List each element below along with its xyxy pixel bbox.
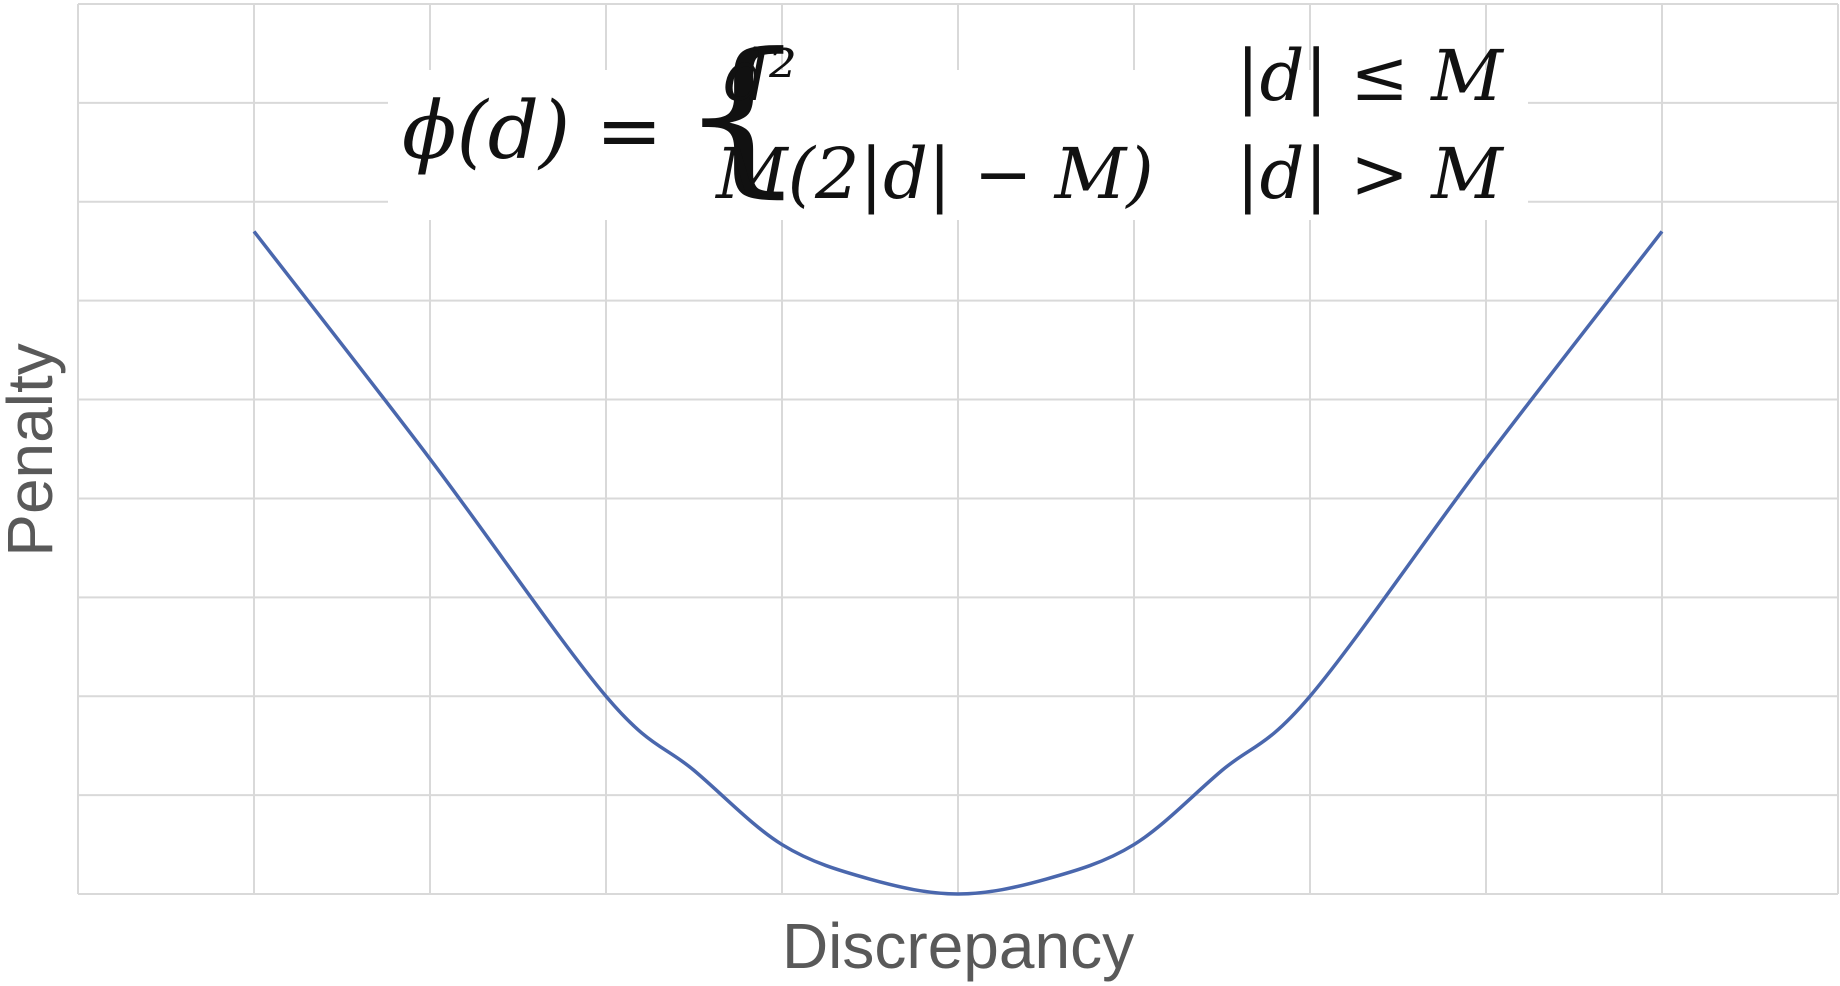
series-layer [252,230,1664,896]
formula-case2-expression: M(2|d| − M) [714,133,1154,215]
x-axis-title: Discrepancy [782,910,1134,982]
y-axis-title: Penalty [0,343,66,556]
formula-case1-expression: d² [724,35,797,117]
formula-case1-condition: |d| ≤ M [1236,35,1505,117]
penalty-curve [252,230,1664,896]
formula-background [388,70,1528,220]
formula-annotation: ϕ(d) = { d² |d| ≤ M M(2|d| − M) |d| > M [388,16,1528,220]
formula-brace: { [676,16,810,212]
formula-case2-condition: |d| > M [1236,133,1505,215]
formula-lhs: ϕ(d) = [402,84,663,177]
